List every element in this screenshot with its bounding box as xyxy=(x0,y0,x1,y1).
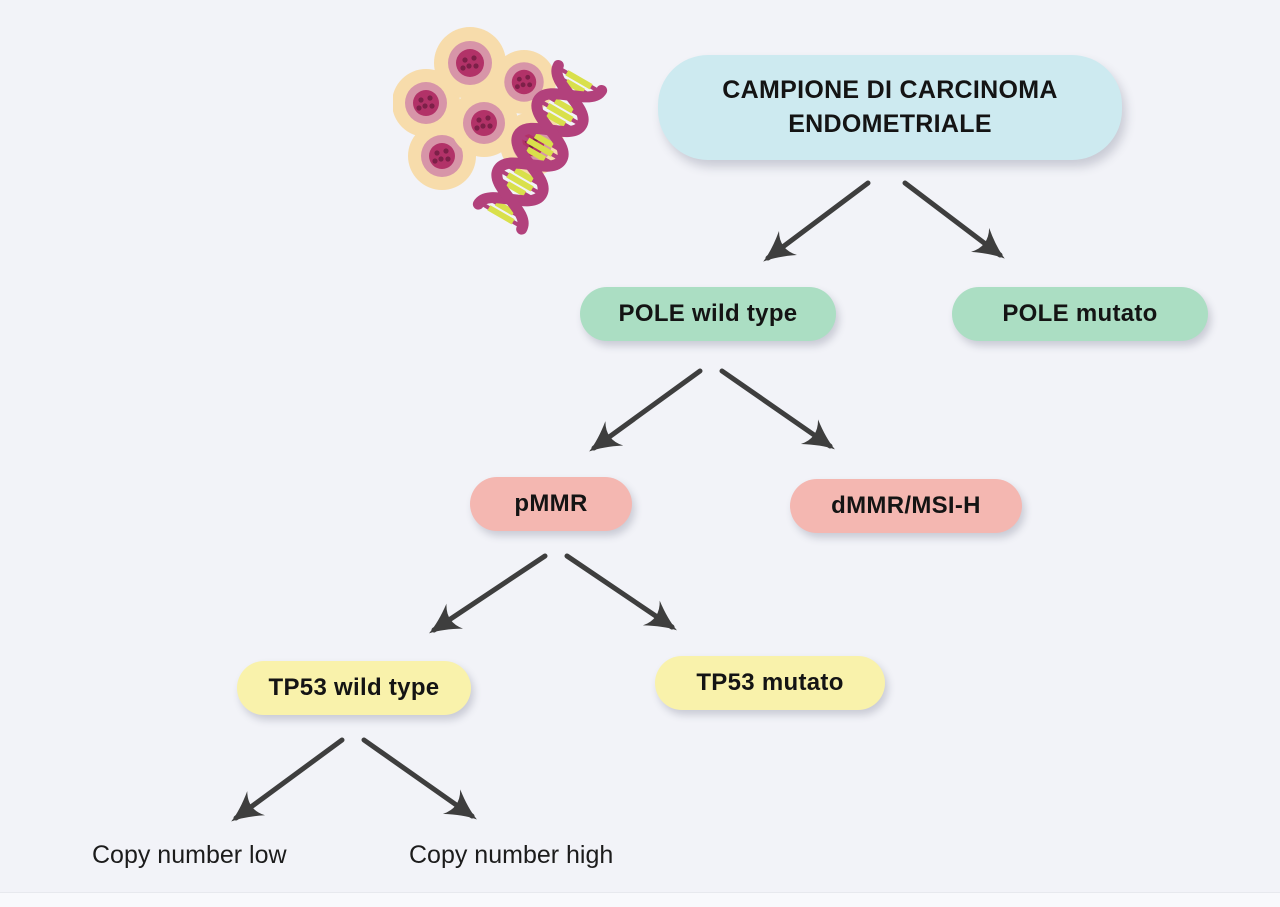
arrow-root-to-pole-mutato xyxy=(902,180,1005,259)
node-campione-carcinoma-endometriale: CAMPIONE DI CARCINOMA ENDOMETRIALE xyxy=(658,55,1122,160)
node-pole-mutato: POLE mutato xyxy=(952,287,1208,341)
dna-icon xyxy=(472,60,608,235)
arrow-pole-wt-to-pmmr xyxy=(589,368,703,452)
label-copy-number-low: Copy number low xyxy=(92,841,287,869)
arrow-pole-wt-to-dmmr xyxy=(719,368,835,450)
cell-icon xyxy=(450,89,518,157)
arrow-pmmr-to-tp53-mut xyxy=(564,553,677,631)
node-pmmr: pMMR xyxy=(470,477,632,531)
arrow-root-to-pole-wild-type xyxy=(763,180,871,262)
node-tp53-wild-type: TP53 wild type xyxy=(237,661,471,715)
arrow-tp53-wt-to-cn-high xyxy=(361,737,477,820)
node-dmmr-msi-h: dMMR/MSI-H xyxy=(790,479,1022,533)
node-tp53-mutato: TP53 mutato xyxy=(655,656,885,710)
node-pole-wild-type: POLE wild type xyxy=(580,287,836,341)
label-copy-number-high: Copy number high xyxy=(409,841,614,869)
tumor-cells-and-dna-illustration xyxy=(393,27,608,235)
arrow-tp53-wt-to-cn-low xyxy=(231,737,345,822)
cell-icon xyxy=(434,27,506,99)
page-bottom-edge xyxy=(0,892,1280,907)
arrow-pmmr-to-tp53-wt xyxy=(429,553,548,634)
